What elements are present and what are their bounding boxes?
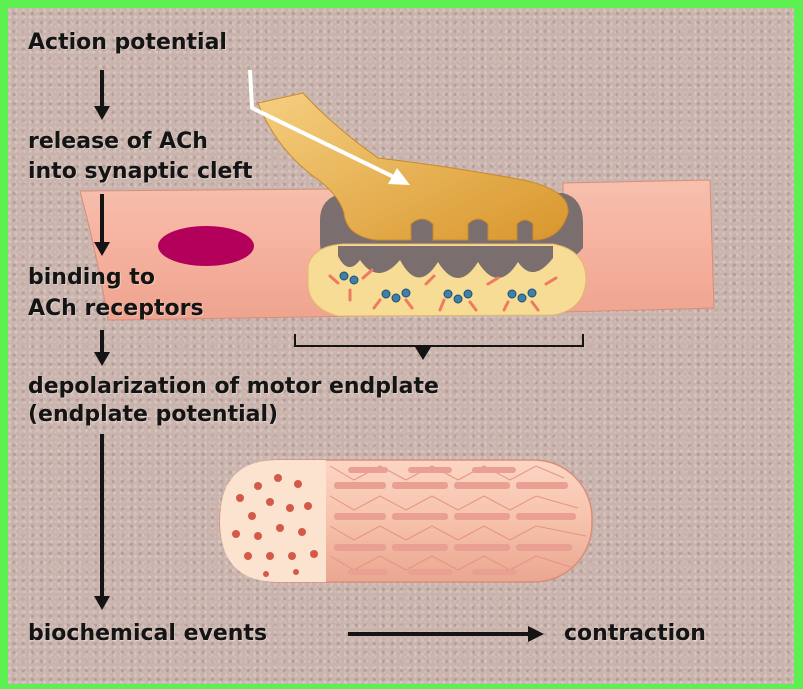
label-release-line1: release of ACh <box>28 129 208 155</box>
nucleus <box>158 226 254 266</box>
muscle-cell <box>220 460 592 582</box>
label-depolarization-line2: (endplate potential) <box>28 402 278 428</box>
label-binding-line2: ACh receptors <box>28 296 204 322</box>
diagram-frame: Action potential release of ACh into syn… <box>8 8 794 684</box>
label-depolarization-line1: depolarization of motor endplate <box>28 374 439 400</box>
label-release-line2: into synaptic cleft <box>28 159 253 185</box>
label-action-potential: Action potential <box>28 30 227 56</box>
label-biochemical-events: biochemical events <box>28 621 267 647</box>
label-contraction: contraction <box>564 621 706 647</box>
neuromuscular-junction-diagram <box>8 8 794 684</box>
endplate-bracket <box>295 334 583 360</box>
label-binding-line1: binding to <box>28 265 155 291</box>
